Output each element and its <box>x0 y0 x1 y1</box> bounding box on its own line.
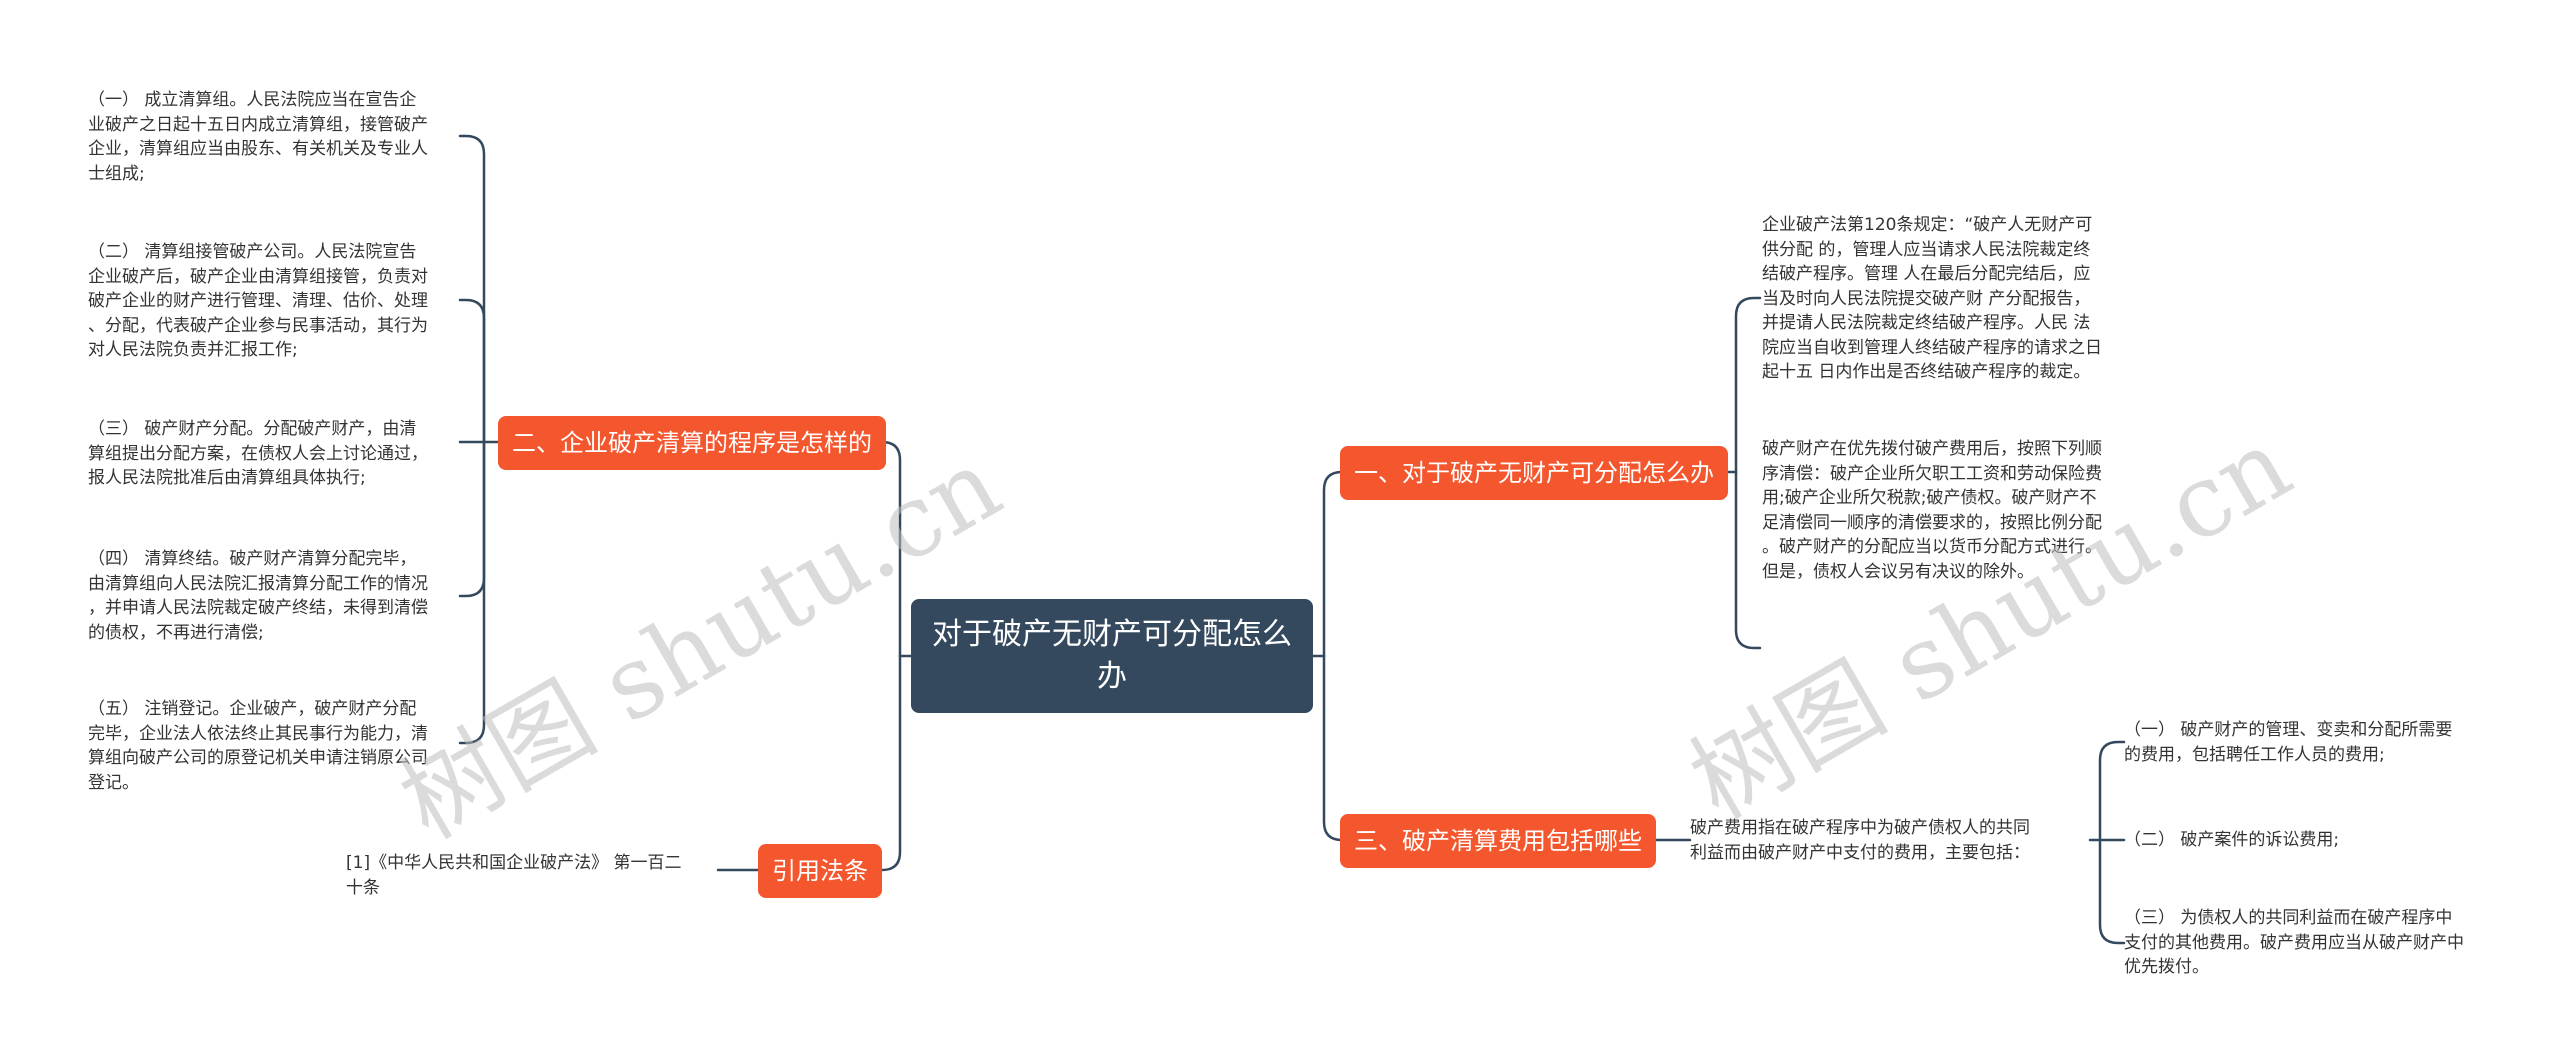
branch-topic-2[interactable]: 二、企业破产清算的程序是怎样的 <box>498 416 886 470</box>
leaf-b2-step-1[interactable]: （一） 成立清算组。人民法院应当在宣告企 业破产之日起十五日内成立清算组，接管破… <box>88 90 428 184</box>
leaf-b2-step-2[interactable]: （二） 清算组接管破产公司。人民法院宣告 企业破产后，破产企业由清算组接管，负责… <box>88 242 428 360</box>
leaf-b3-item-2[interactable]: （二） 破产案件的诉讼费用; <box>2124 830 2340 850</box>
connector-b2-leaf5 <box>458 440 486 745</box>
leaf-b1-article-120[interactable]: 企业破产法第120条规定：“破产人无财产可 供分配 的，管理人应当请求人民法院裁… <box>1762 215 2102 382</box>
branch-topic-3[interactable]: 三、破产清算费用包括哪些 <box>1340 814 1656 868</box>
connector-b2-leaf2 <box>458 298 486 444</box>
branch-topic-cited-law[interactable]: 引用法条 <box>758 844 882 898</box>
connector-b3-leaf3 <box>2098 838 2126 945</box>
branch-topic-1[interactable]: 一、对于破产无财产可分配怎么办 <box>1340 446 1728 500</box>
connector-right-trunk-b3 <box>1322 654 1354 842</box>
leaf-b2-step-5[interactable]: （五） 注销登记。企业破产，破产财产分配 完毕，企业法人依法终止其民事行为能力，… <box>88 699 428 793</box>
connector-left-trunk-b4 <box>872 654 902 872</box>
leaf-b3-item-1[interactable]: （一） 破产财产的管理、变卖和分配所需要 的费用，包括聘任工作人员的费用; <box>2124 720 2453 765</box>
connector-b3-leaf1 <box>2098 740 2126 842</box>
leaf-b2-step-3[interactable]: （三） 破产财产分配。分配破产财产，由清 算组提出分配方案，在债权人会上讨论通过… <box>88 419 428 488</box>
leaf-b3-definition[interactable]: 破产费用指在破产程序中为破产债权人的共同 利益而由破产财产中支付的费用，主要包括… <box>1690 818 2030 863</box>
branch-topic-3-label: 三、破产清算费用包括哪些 <box>1354 827 1642 855</box>
connector-b1-leaf2 <box>1734 470 1762 650</box>
connector-b2-leaf1 <box>458 134 486 444</box>
leaf-cited-law-reference[interactable]: [1]《中华人民共和国企业破产法》 第一百二 十条 <box>346 853 682 898</box>
leaf-b3-item-3[interactable]: （三） 为债权人的共同利益而在破产程序中 支付的其他费用。破产费用应当从破产财产… <box>2124 908 2464 977</box>
branch-topic-2-label: 二、企业破产清算的程序是怎样的 <box>512 429 872 457</box>
root-topic[interactable]: 对于破产无财产可分配怎么办 <box>911 599 1313 713</box>
leaf-b1-liquidation-order[interactable]: 破产财产在优先拨付破产费用后，按照下列顺 序清偿：破产企业所欠职工工资和劳动保险… <box>1762 439 2102 582</box>
root-topic-text: 对于破产无财产可分配怎么办 <box>932 617 1292 694</box>
leaf-b2-step-4[interactable]: （四） 清算终结。破产财产清算分配完毕， 由清算组向人民法院汇报清算分配工作的情… <box>88 549 428 643</box>
branch-topic-1-label: 一、对于破产无财产可分配怎么办 <box>1354 459 1714 487</box>
branch-topic-cited-law-label: 引用法条 <box>772 857 868 885</box>
connector-b1-leaf1 <box>1734 296 1762 474</box>
